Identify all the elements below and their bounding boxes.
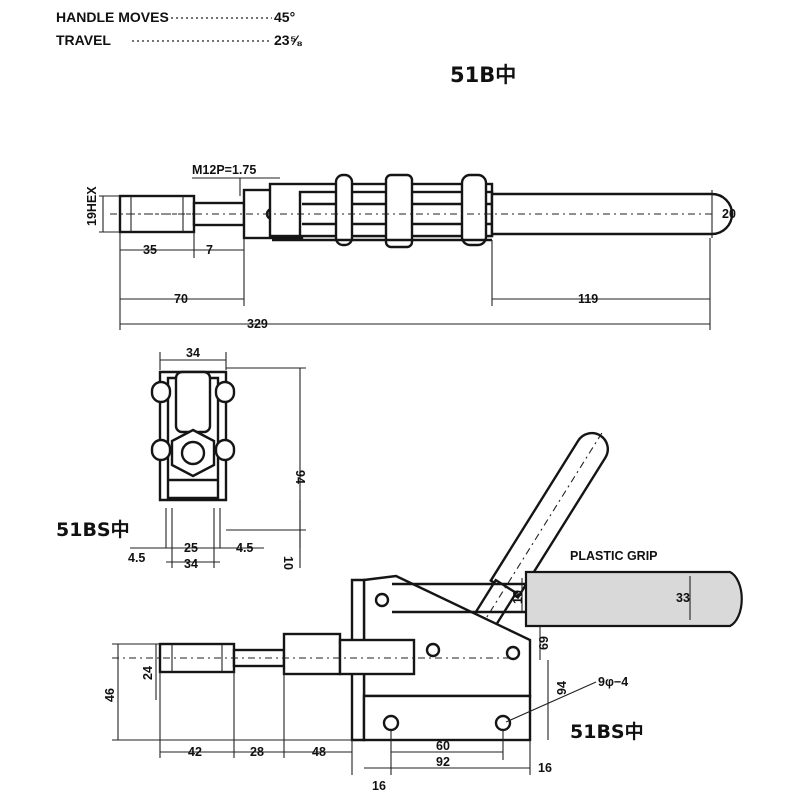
dim-19: 19 [511,590,525,604]
dim-28: 28 [250,745,264,759]
handle-moves-label: HANDLE MOVES [56,9,169,25]
side-model-title: 51BS中 [56,518,130,541]
dim-16-right: 16 [538,761,552,775]
plastic-grip-label: PLASTIC GRIP [570,549,658,563]
dim-35: 35 [143,243,157,257]
side-dim-94: 94 [293,470,307,484]
plastic-grip [524,570,743,628]
dim-329: 329 [247,317,268,331]
thread-label: M12P=1.75 [192,163,256,177]
dim-119: 119 [578,292,598,306]
dim-33: 33 [676,591,690,605]
dim-70: 70 [174,292,188,306]
dim-94-bottom: 94 [555,681,569,695]
dim-60: 60 [436,739,450,753]
travel-label: TRAVEL [56,32,111,48]
bottom-model-title: 51BS中 [570,720,644,743]
travel-value: 23⅝ [274,32,303,48]
handle-bar [490,192,734,236]
side-dim-10: 10 [281,556,295,570]
hole-label: 9φ−4 [598,675,628,689]
dim-24: 24 [141,666,155,680]
side-dim-34-bottom: 34 [184,557,198,571]
side-dim-25: 25 [184,541,198,555]
side-dim-34-top: 34 [186,346,200,360]
dim-48: 48 [312,745,326,759]
dim-42: 42 [188,745,202,759]
dim-7: 7 [206,243,213,257]
side-view: 34 94 4.5 25 4.5 34 10 [128,346,307,571]
spec-header: HANDLE MOVES 45° TRAVEL 23⅝ [56,9,303,48]
dim-92: 92 [436,755,450,769]
dim-69: 69 [537,636,551,650]
side-dim-4-5-right: 4.5 [236,541,253,555]
handle-moves-value: 45° [274,9,295,25]
side-dim-4-5-left: 4.5 [128,551,145,565]
hex-dimension: 19HEX [85,186,99,226]
dim-20: 20 [722,207,736,221]
top-view: 19HEX M12P=1.75 20 35 7 70 119 329 [85,163,736,331]
dim-16-left: 16 [372,779,386,793]
dim-46: 46 [103,688,117,702]
bottom-view: PLASTIC GRIP 33 19 69 94 9φ−4 46 24 42 2… [103,431,743,793]
top-model-title: 51B中 [450,63,516,87]
